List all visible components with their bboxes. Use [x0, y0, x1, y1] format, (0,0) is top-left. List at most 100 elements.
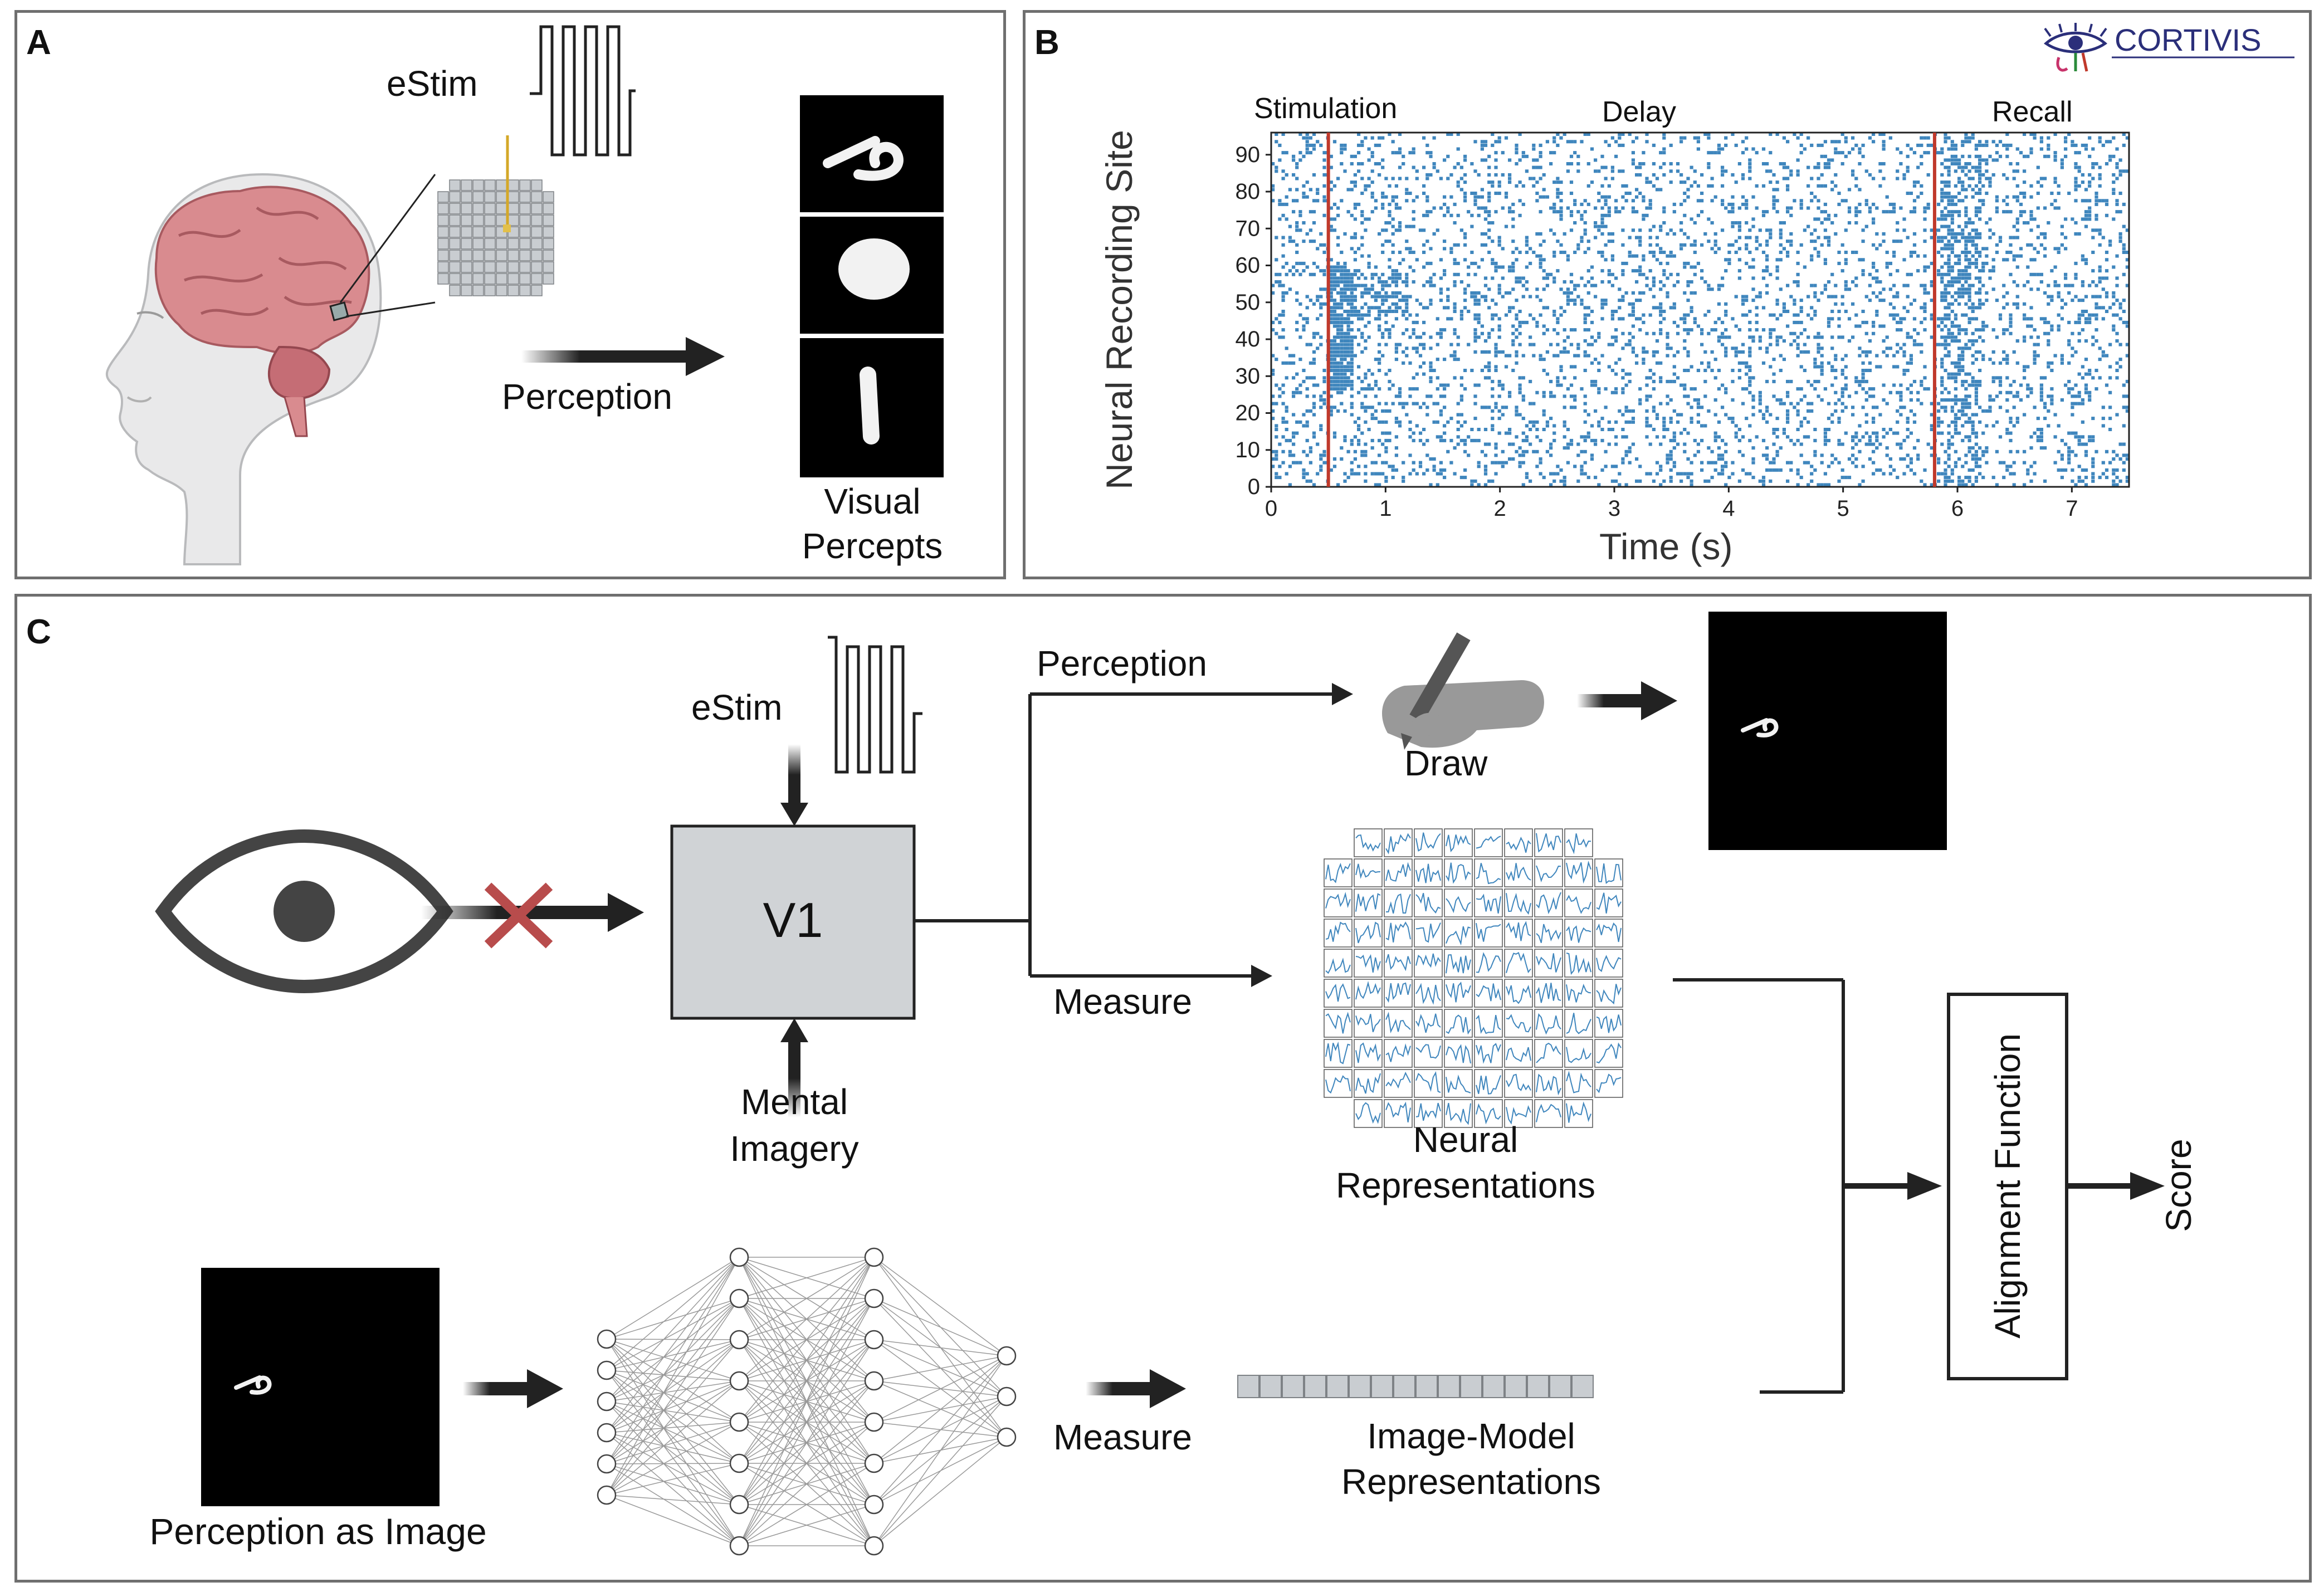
spike-mark: [1583, 306, 1587, 310]
spike-mark: [1991, 173, 1995, 177]
spike-mark: [1775, 435, 1779, 439]
spike-mark: [1971, 177, 1975, 180]
spike-mark: [1436, 420, 1439, 424]
spike-mark: [1521, 453, 1525, 457]
spike-mark: [1357, 169, 1361, 173]
spike-mark: [1717, 302, 1721, 306]
spike-mark: [1353, 258, 1357, 262]
spike-mark: [1319, 428, 1323, 431]
spike-mark: [1779, 251, 1783, 254]
spike-mark: [1885, 335, 1889, 339]
spike-mark: [1343, 272, 1347, 276]
spike-mark: [1796, 354, 1800, 358]
spike-mark: [1638, 240, 1642, 243]
spike-mark: [1443, 424, 1447, 428]
spike-mark: [2125, 320, 2129, 324]
spike-mark: [1652, 173, 1656, 177]
spike-mark: [1329, 313, 1333, 317]
spike-mark: [1322, 151, 1326, 155]
spike-mark: [1964, 476, 1968, 480]
spike-mark: [1827, 324, 1831, 328]
spike-mark: [1610, 258, 1614, 262]
spike-mark: [2047, 409, 2050, 413]
spike-mark: [2047, 365, 2050, 369]
spike-mark: [1580, 435, 1584, 439]
spike-mark: [1432, 272, 1436, 276]
spike-mark: [1322, 165, 1326, 169]
spike-mark: [1964, 280, 1968, 284]
spike-mark: [2002, 173, 2006, 177]
spike-mark: [1566, 302, 1570, 306]
spike-mark: [1713, 240, 1717, 243]
spike-mark: [2036, 224, 2040, 228]
spike-mark: [1923, 365, 1927, 369]
spike-mark: [1748, 379, 1752, 383]
spike-mark: [1429, 457, 1433, 461]
spike-mark: [2094, 306, 2098, 310]
spike-mark: [1954, 261, 1957, 265]
spike-mark: [1820, 221, 1824, 224]
spike-mark: [1271, 417, 1275, 421]
spike-mark: [2023, 461, 2027, 465]
spike-mark: [1353, 202, 1357, 206]
spike-mark: [1459, 424, 1463, 428]
spike-mark: [2105, 295, 2109, 299]
spike-mark: [1394, 280, 1398, 284]
spike-mark: [1967, 276, 1971, 280]
spike-mark: [1840, 162, 1844, 165]
spike-mark: [1312, 302, 1316, 306]
spike-mark: [1823, 217, 1827, 221]
spike-mark: [1710, 221, 1714, 224]
spike-mark: [1957, 192, 1961, 195]
spike-mark: [2019, 383, 2023, 387]
spike-mark: [1576, 442, 1580, 446]
spike-mark: [1556, 331, 1560, 335]
spike-mark: [1686, 354, 1690, 358]
spike-mark: [1971, 236, 1975, 240]
spike-mark: [2115, 299, 2119, 302]
spike-mark: [1662, 428, 1666, 431]
spike-mark: [1950, 236, 1954, 240]
spike-mark: [1638, 465, 1642, 468]
spike-mark: [1439, 287, 1443, 291]
spike-mark: [1875, 438, 1879, 442]
spike-mark: [1621, 272, 1625, 276]
spike-mark: [1614, 210, 1618, 214]
spike-mark: [1332, 435, 1337, 439]
spike-mark: [1621, 295, 1625, 299]
spike-mark: [1672, 210, 1676, 214]
spike-mark: [1765, 346, 1769, 350]
spike-mark: [2125, 453, 2129, 457]
spike-mark: [1381, 409, 1385, 413]
spike-mark: [1775, 299, 1779, 302]
spike-mark: [1322, 269, 1326, 273]
spike-mark: [1388, 240, 1392, 243]
spike-mark: [2122, 169, 2126, 173]
spike-mark: [2077, 184, 2081, 188]
spike-mark: [1947, 202, 1951, 206]
spike-mark: [1765, 453, 1769, 457]
spike-mark: [1944, 483, 1947, 487]
spike-mark: [1672, 202, 1676, 206]
spike-mark: [1840, 151, 1844, 155]
spike-mark: [1854, 276, 1858, 280]
spike-mark: [1398, 420, 1402, 424]
spike-mark: [1281, 295, 1285, 299]
spike-mark: [2094, 284, 2098, 287]
spike-mark: [2036, 287, 2040, 291]
spike-mark: [2094, 202, 2098, 206]
spike-mark: [2071, 217, 2074, 221]
spike-mark: [1690, 406, 1693, 409]
spike-mark: [2084, 295, 2088, 299]
spike-mark: [1954, 299, 1957, 302]
spike-mark: [1954, 394, 1957, 398]
electrode-cell: [461, 250, 472, 261]
spike-mark: [1473, 295, 1477, 299]
spike-mark: [1422, 213, 1426, 217]
spike-mark: [1467, 343, 1471, 346]
spike-mark: [1552, 280, 1556, 284]
spike-mark: [1878, 243, 1882, 247]
spike-mark: [1765, 406, 1769, 409]
spike-mark: [1978, 192, 1982, 195]
spike-mark: [1961, 479, 1965, 483]
